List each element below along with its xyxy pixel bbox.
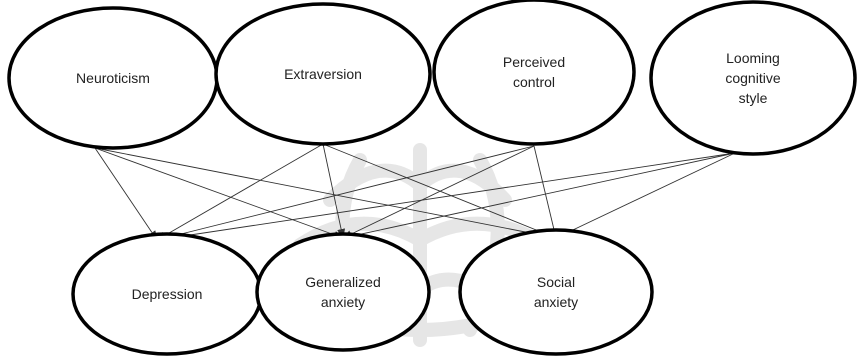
arrow-extraversion-to-social-anxiety <box>322 143 557 239</box>
arrow-perceived-control-to-depression <box>156 145 535 242</box>
node-generalized-anxiety-label-line-1: Generalized <box>305 274 381 290</box>
arrow-perceived-control-to-social-anxiety <box>533 145 558 239</box>
arrow-neuroticism-to-depression <box>94 147 158 241</box>
arrow-looming-cognitive-style-to-social-anxiety <box>555 152 736 239</box>
node-social-anxiety-ellipse <box>458 228 654 356</box>
node-neuroticism-label-line-1: Neuroticism <box>76 70 150 86</box>
node-depression-label-line-1: Depression <box>132 286 203 302</box>
node-generalized-anxiety-label-line-2: anxiety <box>321 294 365 310</box>
node-looming-cognitive-style-ellipse <box>649 0 857 156</box>
node-perceived-control-label-line-2: control <box>513 74 555 90</box>
node-generalized-anxiety: Generalized anxiety <box>255 232 431 352</box>
arrow-extraversion-to-depression <box>156 143 324 241</box>
node-looming-cognitive-style: Looming cognitive style <box>649 0 857 156</box>
node-social-anxiety-label-line-2: anxiety <box>534 294 578 310</box>
node-social-anxiety: Social anxiety <box>458 228 654 356</box>
node-looming-cognitive-style-label-line-2: cognitive <box>725 70 780 86</box>
arrow-neuroticism-to-social-anxiety <box>94 147 557 241</box>
node-perceived-control-ellipse <box>432 0 636 146</box>
node-extraversion-ellipse <box>214 2 432 146</box>
arrow-neuroticism-to-generalized-anxiety <box>94 147 344 239</box>
node-generalized-anxiety-ellipse <box>255 232 431 352</box>
arrow-looming-cognitive-style-to-generalized-anxiety <box>342 152 736 241</box>
node-perceived-control: Perceived control <box>432 0 636 146</box>
node-looming-cognitive-style-label-line-1: Looming <box>726 50 780 66</box>
node-looming-cognitive-style-label-line-3: style <box>739 90 768 106</box>
edges <box>94 143 736 243</box>
node-neuroticism: Neuroticism <box>7 6 219 150</box>
node-perceived-control-label-line-1: Perceived <box>503 54 565 70</box>
arrow-extraversion-to-generalized-anxiety <box>322 143 346 239</box>
nodes: Neuroticism Extraversion Perceived control L… <box>7 0 857 356</box>
node-extraversion-label-line-1: Extraversion <box>284 66 362 82</box>
node-social-anxiety-label-line-1: Social <box>537 274 575 290</box>
node-depression: Depression <box>71 232 263 356</box>
arrow-perceived-control-to-generalized-anxiety <box>342 145 535 239</box>
node-extraversion: Extraversion <box>214 2 432 146</box>
arrow-looming-cognitive-style-to-depression <box>156 152 736 243</box>
